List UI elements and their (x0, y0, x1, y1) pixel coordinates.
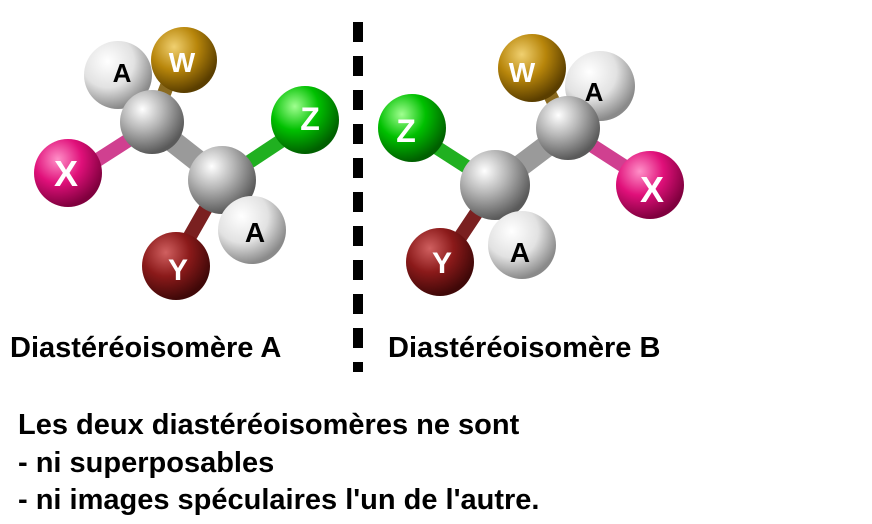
molecule-b-atom-w (498, 34, 566, 102)
caption-diastereoisomer-a: Diastéréoisomère A (10, 332, 282, 364)
molecule-b-atom-y (406, 228, 474, 296)
molecule-b-label-y: Y (432, 247, 452, 280)
molecule-b-atom-z (378, 94, 446, 162)
molecule-a-carbon-lower (188, 146, 256, 214)
molecule-a-atom-x (34, 139, 102, 207)
molecule-a: A W X Z Y A (34, 27, 339, 300)
caption-diastereoisomer-b: Diastéréoisomère B (388, 332, 661, 364)
molecule-b-label-w: W (509, 57, 536, 88)
molecule-a-atom-a-bottom (218, 196, 286, 264)
molecule-a-label-z: Z (300, 101, 320, 137)
note-line-3: - ni images spéculaires l'un de l'autre. (18, 484, 540, 516)
molecule-a-label-w: W (169, 47, 196, 78)
molecule-a-atom-z (271, 86, 339, 154)
molecule-a-label-a-top: A (113, 58, 132, 88)
molecule-b-carbon-lower (460, 150, 530, 220)
note-line-2: - ni superposables (18, 447, 275, 479)
molecule-a-atom-a-top (84, 41, 152, 109)
molecule-a-carbon-upper (120, 90, 184, 154)
molecule-a-label-x: X (54, 153, 78, 194)
molecule-b-label-a-bottom: A (510, 237, 530, 268)
note-line-1: Les deux diastéréoisomères ne sont (18, 409, 520, 441)
molecule-a-atom-w (151, 27, 217, 93)
molecule-b: W A Z X Y A (378, 34, 684, 296)
molecule-b-label-z: Z (396, 113, 416, 149)
molecule-a-atom-y (142, 232, 210, 300)
molecule-b-label-a-top: A (585, 77, 604, 107)
molecule-a-label-y: Y (168, 254, 188, 287)
molecule-a-label-a-bottom: A (245, 217, 265, 248)
molecule-b-label-x: X (640, 169, 664, 210)
molecule-b-atom-a-bottom (488, 211, 556, 279)
molecule-b-carbon-upper (536, 96, 600, 160)
molecule-b-atom-x (616, 151, 684, 219)
